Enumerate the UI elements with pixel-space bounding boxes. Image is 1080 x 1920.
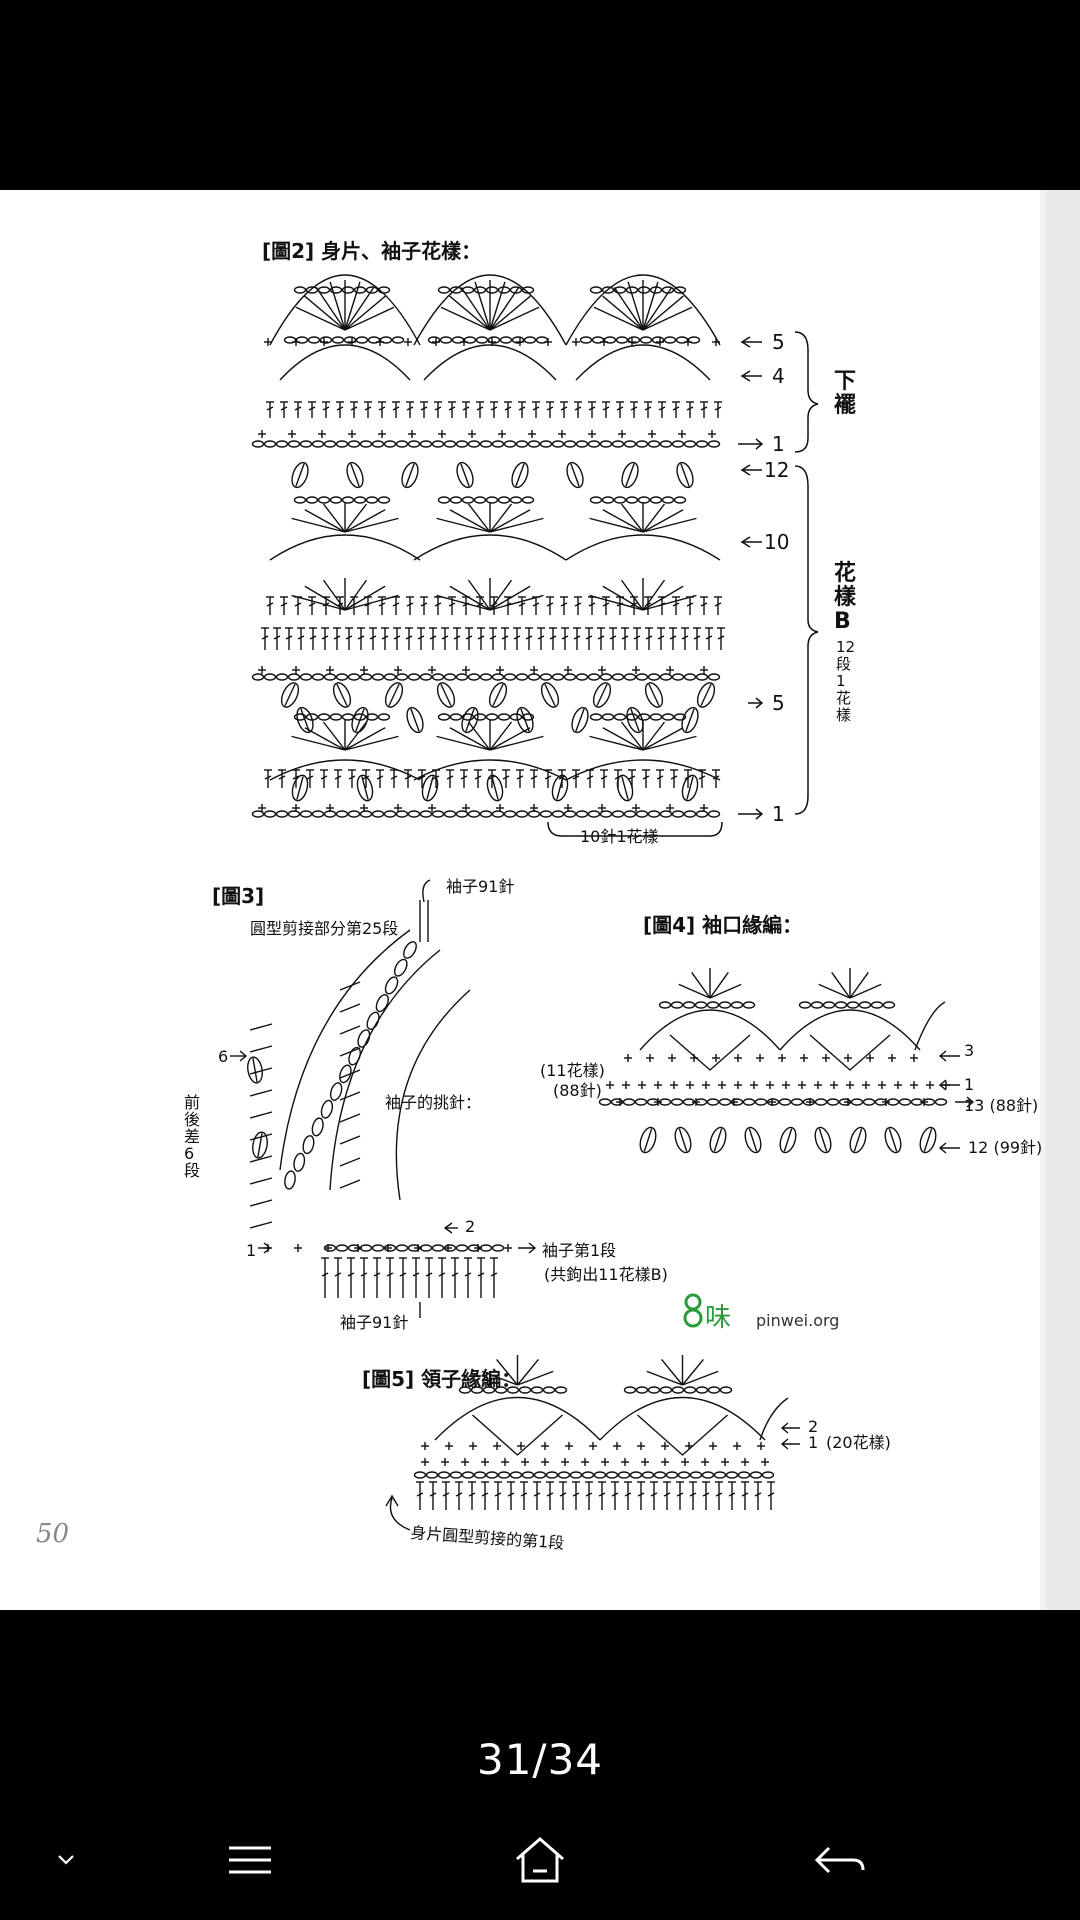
page-counter: 31/34 bbox=[476, 1735, 604, 1784]
fig4-left-note1: (11花樣) bbox=[540, 1061, 605, 1080]
fig5-row2: 2 bbox=[808, 1417, 818, 1436]
fig3-row2: 2 bbox=[465, 1217, 475, 1236]
fig3-sleeve-top: 袖子91針 bbox=[446, 877, 514, 896]
home-button[interactable] bbox=[500, 1830, 580, 1890]
fig3-title: [圖3] bbox=[212, 884, 264, 908]
fig5-row1-note: (20花樣) bbox=[826, 1433, 891, 1452]
fig2-row-12: 12 bbox=[764, 458, 789, 482]
menu-button[interactable] bbox=[210, 1830, 290, 1890]
back-button[interactable] bbox=[800, 1830, 880, 1890]
fig3-pickup: 袖子的挑針： bbox=[385, 1093, 481, 1112]
logo-text: pinwei.org bbox=[756, 1311, 839, 1330]
home-icon bbox=[516, 1837, 564, 1883]
fig5-title: [圖5] 領子緣編： bbox=[362, 1367, 521, 1391]
fig3-row1: 1 bbox=[246, 1241, 256, 1260]
navigation-bar bbox=[0, 1820, 1080, 1900]
chevron-down-icon bbox=[58, 1855, 74, 1865]
fig4-row1: 1 bbox=[964, 1075, 974, 1094]
menu-icon bbox=[229, 1846, 271, 1874]
fig2-row-1-hem: 1 bbox=[772, 432, 785, 456]
fig3-sleeve-row1: 袖子第1段 bbox=[542, 1241, 616, 1260]
fig2-repeat-note: 10針1花樣 bbox=[580, 827, 659, 846]
fig3-sleeve-bottom: 袖子91針 bbox=[340, 1313, 408, 1332]
fig4-title: [圖4] 袖口緣編： bbox=[643, 913, 802, 937]
fig2-row-5b: 5 bbox=[772, 691, 785, 715]
fig5-chart bbox=[385, 1355, 800, 1531]
fig2-title: [圖2] 身片、袖子花樣： bbox=[262, 239, 481, 263]
chevron-down-button[interactable] bbox=[26, 1830, 106, 1890]
fig2-hem-label: 下襬 bbox=[834, 369, 856, 418]
fig3-sleeve-row1-note: (共鉤出11花樣B) bbox=[544, 1265, 668, 1284]
svg-text:味: 味 bbox=[705, 1303, 731, 1333]
fig3-curve-note: 圓型剪接部分第25段 bbox=[250, 919, 398, 938]
fig2-row-5: 5 bbox=[772, 330, 785, 354]
fig2-row-4: 4 bbox=[772, 364, 785, 388]
pinwei-logo: 味 pinwei.org bbox=[683, 1293, 839, 1333]
fig2-row-10: 10 bbox=[764, 530, 789, 554]
fig4-row12: 12 (99針) bbox=[968, 1138, 1042, 1157]
fig2-row-1b: 1 bbox=[772, 802, 785, 826]
fig4-row3: 3 bbox=[964, 1041, 974, 1060]
fig4-left-note2: (88針) bbox=[553, 1081, 602, 1100]
page-number: 50 bbox=[36, 1519, 69, 1549]
fig5-bottom-note: 身片圓型剪接的第1段 bbox=[410, 1523, 565, 1553]
fig5-row1: 1 bbox=[808, 1433, 818, 1452]
fig3-row6: 6 bbox=[218, 1047, 228, 1066]
back-icon bbox=[814, 1846, 865, 1874]
fig3-chart bbox=[230, 879, 537, 1318]
fig2-chart bbox=[251, 274, 725, 818]
fig4-row13: 13 (88針) bbox=[964, 1096, 1038, 1115]
fig4-chart bbox=[598, 968, 975, 1154]
